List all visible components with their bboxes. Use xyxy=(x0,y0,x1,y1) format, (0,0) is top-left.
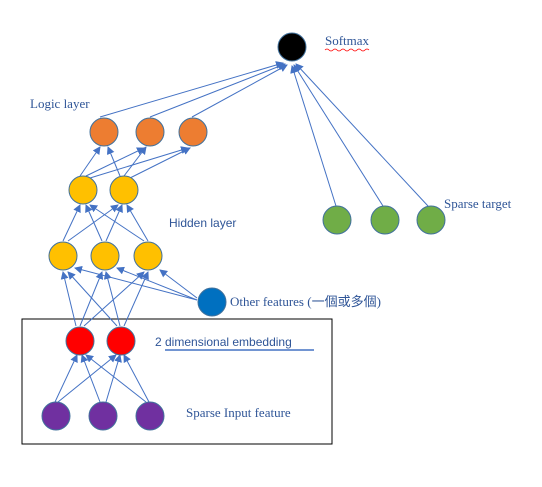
edge xyxy=(123,271,149,327)
edge xyxy=(126,204,149,242)
edge xyxy=(129,147,191,179)
edge xyxy=(83,271,145,327)
edge xyxy=(295,63,429,207)
edge xyxy=(89,146,189,179)
nodes xyxy=(41,32,446,431)
edge xyxy=(74,265,198,301)
edge xyxy=(106,146,121,177)
edge xyxy=(99,61,284,118)
embedding-label: 2 dimensional embedding xyxy=(155,335,292,349)
edge xyxy=(105,354,122,403)
sparse-input-label: Sparse Input feature xyxy=(186,405,291,420)
edge xyxy=(67,204,119,242)
edge xyxy=(79,271,104,327)
logic-layer-label: Logic layer xyxy=(30,96,90,111)
hidden-node xyxy=(68,175,98,205)
target-node xyxy=(416,205,446,235)
target-node xyxy=(322,205,352,235)
edge xyxy=(293,64,384,207)
edge xyxy=(191,64,288,118)
logic-node xyxy=(178,117,208,147)
embedding-node xyxy=(65,326,95,356)
logic-node xyxy=(135,117,165,147)
hidden-node xyxy=(133,241,163,271)
input-node xyxy=(41,401,71,431)
edge xyxy=(57,354,117,403)
input-node xyxy=(135,401,165,431)
edge xyxy=(79,146,101,177)
hidden-node xyxy=(48,241,78,271)
connections xyxy=(54,61,429,403)
edge xyxy=(62,204,81,242)
hidden-node xyxy=(90,241,120,271)
edge xyxy=(89,204,145,242)
edge xyxy=(85,204,103,242)
spellcheck-underline xyxy=(324,48,370,52)
softmax-node xyxy=(277,32,307,62)
edge xyxy=(85,354,147,403)
other-features-label: Other features (一個或多個) xyxy=(230,294,381,309)
edge xyxy=(149,62,286,118)
edge xyxy=(80,354,101,403)
target-node xyxy=(370,205,400,235)
edge xyxy=(290,65,337,207)
edge xyxy=(159,269,198,299)
hidden-layer-label: Hidden layer xyxy=(169,216,236,230)
edge xyxy=(103,271,121,327)
sparse-target-label: Sparse target xyxy=(444,196,512,211)
edge xyxy=(85,147,145,177)
edge xyxy=(54,354,78,403)
softmax-label: Softmax xyxy=(325,33,370,48)
embedding-box xyxy=(21,318,333,445)
edge xyxy=(116,266,198,301)
logic-node xyxy=(89,117,119,147)
edge xyxy=(123,354,150,403)
edge xyxy=(123,146,147,177)
edge xyxy=(60,271,77,327)
edge xyxy=(105,204,123,242)
other-features-node xyxy=(197,287,227,317)
input-node xyxy=(88,401,118,431)
edge xyxy=(67,271,118,327)
embedding-node xyxy=(106,326,136,356)
hidden-node xyxy=(109,175,139,205)
